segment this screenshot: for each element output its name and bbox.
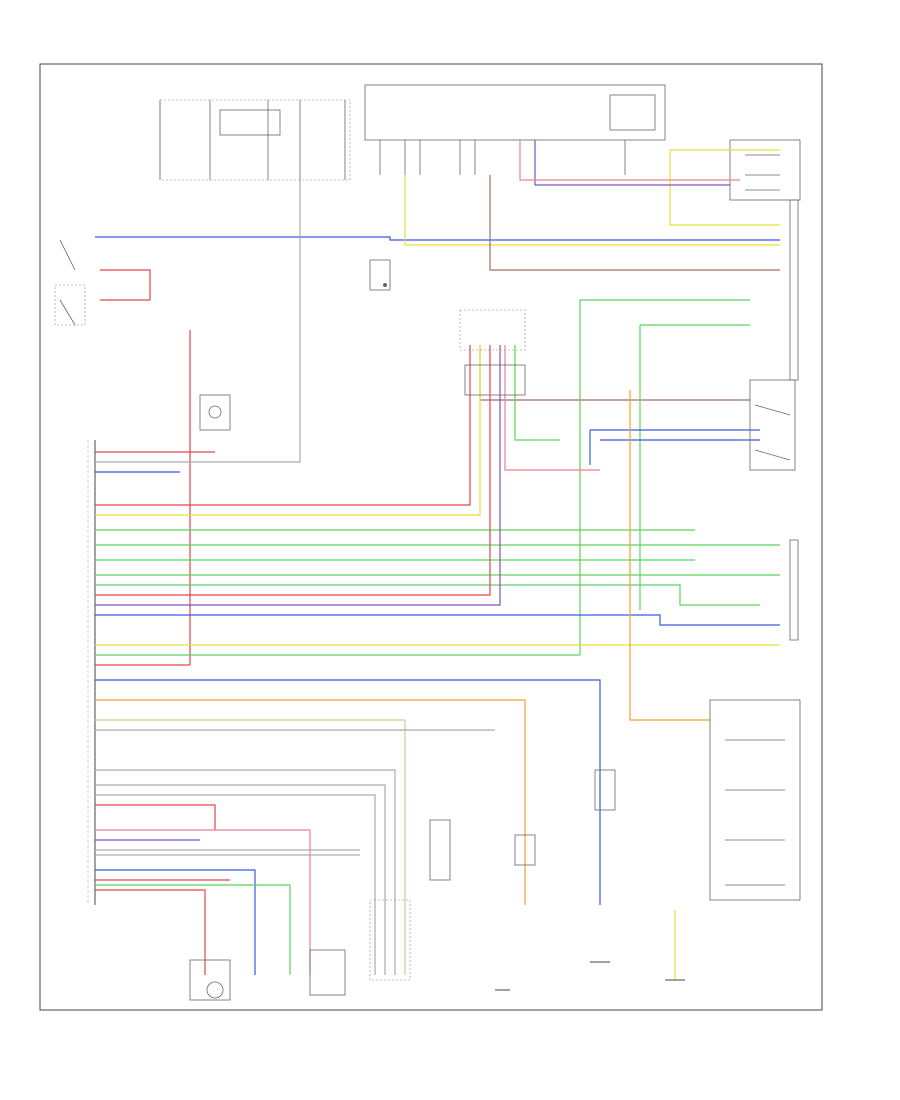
wire-gray-1 — [95, 180, 301, 463]
wire-pink-top — [519, 140, 740, 181]
wire-green-right-2 — [639, 324, 750, 610]
wire-purple-4 — [95, 345, 501, 606]
wire-purple-top — [534, 140, 730, 186]
wire-pink-5 — [95, 829, 311, 975]
pattern-select-switch — [709, 699, 801, 901]
wire-red-3 — [95, 345, 491, 596]
wire-red-6 — [95, 879, 230, 975]
center-connector — [369, 259, 391, 291]
wire-orange-1 — [95, 699, 526, 905]
wire-blue-right — [589, 429, 760, 465]
wire-green-right-3 — [514, 345, 560, 441]
wire-gray-3 — [95, 769, 396, 975]
multi-connector — [459, 309, 526, 396]
right-connector-mid — [789, 539, 799, 641]
diagram-border — [39, 63, 823, 1011]
wire-green-right — [579, 299, 750, 655]
wire-yellow-2 — [95, 345, 481, 516]
top-junction-block — [364, 84, 666, 175]
wire-brown-mid — [489, 175, 780, 271]
ground-marks — [495, 961, 685, 991]
wire-red-2 — [95, 345, 471, 506]
top-right-switch — [729, 139, 801, 201]
left-switch — [54, 239, 86, 326]
wire-green-7 — [95, 584, 760, 606]
right-connector-upper — [789, 199, 799, 381]
wire-blue-4 — [95, 614, 780, 626]
bottom-center-sensors — [369, 769, 616, 981]
wire-yellow-top — [404, 175, 780, 246]
wire-blue-top — [95, 236, 780, 241]
wire-pink-right — [504, 345, 600, 471]
bottom-left-actuators — [189, 949, 346, 1001]
wire-brown-right — [479, 345, 750, 401]
wire-tan-1 — [95, 719, 406, 975]
wire-blue-5 — [95, 679, 601, 905]
ecu-pin-stack — [87, 440, 96, 905]
wire-yellow-right — [669, 149, 780, 226]
center-sensor — [199, 394, 231, 431]
wire-orange-right — [629, 390, 710, 721]
wire-green-9 — [95, 884, 291, 975]
wire-red-left-switch — [100, 269, 151, 301]
top-fuse-block — [159, 99, 351, 181]
wire-gray-4 — [95, 849, 360, 856]
wire-blue-6 — [95, 869, 256, 975]
wire-red-5 — [95, 804, 216, 830]
right-switch-cluster — [749, 379, 796, 471]
